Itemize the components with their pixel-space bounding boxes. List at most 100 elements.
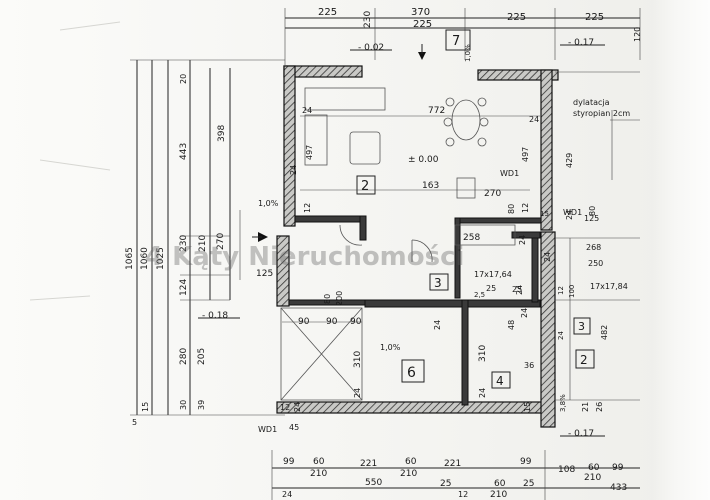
- dim-bottom-10: 25: [440, 479, 451, 489]
- dim-int-35: 24: [293, 402, 302, 412]
- dim-top-2: 230: [363, 11, 373, 28]
- dim-left-13: 15: [141, 402, 150, 412]
- dim-int-50: 12: [557, 286, 565, 295]
- room-6-tag: [401, 359, 425, 383]
- dim-bottom-2: 60: [313, 457, 325, 467]
- dim-int-12: 15: [540, 210, 549, 218]
- top-dimension-lines: [284, 8, 641, 65]
- dim-left-4: 443: [179, 143, 189, 160]
- dim-left-9: 124: [179, 279, 189, 296]
- room-7-tag: [445, 29, 471, 51]
- room-6-number: 6: [407, 365, 416, 381]
- dim-bottom-6: 210: [400, 469, 417, 479]
- window-label-3: WD1: [563, 208, 582, 217]
- left-dimension-lines: [130, 59, 285, 416]
- dim-left-10: 280: [179, 348, 189, 365]
- dim-int-33: 36: [524, 361, 534, 370]
- window-label-2: WD1: [258, 425, 277, 434]
- slope-4: 3,8%: [559, 394, 567, 412]
- dim-left-5: 398: [217, 125, 227, 142]
- dim-bottom-1: 99: [283, 457, 295, 467]
- room-3-number: 3: [434, 276, 442, 290]
- dim-int-4: 497: [305, 145, 314, 160]
- entry-arrow-icon: [258, 232, 268, 242]
- dim-top-6: 225: [585, 12, 604, 23]
- room-3-tag: [429, 273, 449, 291]
- dim-bottom-19: 24: [282, 490, 292, 499]
- dim-int-6: 163: [422, 181, 439, 191]
- dim-int-19: 2,5: [474, 291, 485, 299]
- internal-walls: [288, 215, 542, 406]
- dim-int-31: 48: [507, 320, 516, 330]
- dim-int-22: 200: [335, 291, 344, 306]
- external-walls: [276, 65, 559, 428]
- dim-left-11: 205: [197, 348, 207, 365]
- dim-left-12: 5: [132, 418, 137, 427]
- dim-int-42: 120: [633, 27, 642, 42]
- dim-int-26: 310: [353, 351, 363, 368]
- dim-int-25: 90: [350, 317, 362, 327]
- window-label-1: WD1: [500, 169, 519, 178]
- dim-bottom-8: 99: [520, 457, 532, 467]
- dim-bottom-12: 210: [490, 490, 507, 500]
- dim-int-34: 12: [280, 403, 290, 412]
- slope-1: 1,0%: [258, 199, 279, 208]
- dim-top-4: 225: [413, 19, 432, 30]
- dim-int-3: 24: [529, 115, 539, 124]
- dim-int-46: 250: [588, 259, 603, 268]
- dim-top-5: 225: [507, 12, 526, 23]
- room-2-neighbor-tag: [575, 349, 595, 369]
- dim-bottom-7: 221: [444, 459, 461, 469]
- dim-int-8: 24: [289, 165, 298, 175]
- dim-int-27: 24: [353, 388, 362, 398]
- dim-int-51: 24: [557, 331, 565, 340]
- dim-left-2: 1060: [140, 247, 150, 270]
- dim-int-56: 80: [588, 206, 597, 216]
- dim-int-10: 80: [507, 204, 516, 214]
- interior-dimensions: [282, 115, 540, 323]
- dim-left-6: 20: [179, 74, 188, 84]
- dim-int-32: 24: [520, 308, 529, 318]
- level-left: - 0.18: [202, 311, 228, 321]
- dim-int-7: 270: [484, 189, 501, 199]
- dim-int-24: 90: [326, 317, 338, 327]
- dim-bottom-11: 60: [494, 479, 506, 489]
- dim-bottom-20: 12: [458, 490, 468, 499]
- dim-int-28: 24: [433, 320, 442, 330]
- dim-int-44: 24: [565, 210, 574, 220]
- dim-int-43: 429: [565, 153, 574, 168]
- dim-int-53: 26: [595, 402, 604, 412]
- dim-top-1: 225: [318, 7, 337, 18]
- dim-int-52: 21: [581, 402, 590, 412]
- dim-int-20: 125: [256, 269, 273, 279]
- scan-noise: [29, 21, 121, 301]
- slope-2: 1,0%: [380, 343, 401, 352]
- dim-bottom-18: 99: [612, 463, 624, 473]
- dim-int-37: 45: [289, 423, 299, 432]
- dim-left-14: 30: [179, 400, 188, 410]
- dim-bottom-3: 210: [310, 469, 327, 479]
- level-upper-right: - 0.17: [568, 38, 594, 48]
- dim-int-49: 482: [600, 325, 609, 340]
- room-2-neighbor-number: 2: [580, 353, 588, 367]
- dim-int-36: 15: [523, 402, 532, 412]
- slope-3: 1,0%: [464, 44, 472, 62]
- dim-bottom-5: 60: [405, 457, 417, 467]
- dim-int-9: 12: [303, 203, 312, 213]
- level-bottom-right: - 0.17: [568, 429, 594, 439]
- dim-int-13: 258: [463, 233, 480, 243]
- dim-int-21: 80: [323, 294, 332, 304]
- furniture: [280, 87, 516, 401]
- dim-int-18: 24: [515, 285, 524, 295]
- dim-int-14: 24: [518, 235, 527, 245]
- room-7-number: 7: [452, 34, 460, 49]
- dim-int-38: 24: [543, 252, 552, 262]
- dim-bottom-4: 221: [360, 459, 377, 469]
- dim-int-15: 17x17,64: [474, 270, 512, 279]
- dim-bottom-14: 108: [558, 465, 575, 475]
- dim-bottom-15: 60: [588, 463, 600, 473]
- room-4-tag: [491, 371, 511, 389]
- dim-int-45: 268: [586, 243, 601, 252]
- annotation-dilatation: dylatacja: [573, 98, 610, 107]
